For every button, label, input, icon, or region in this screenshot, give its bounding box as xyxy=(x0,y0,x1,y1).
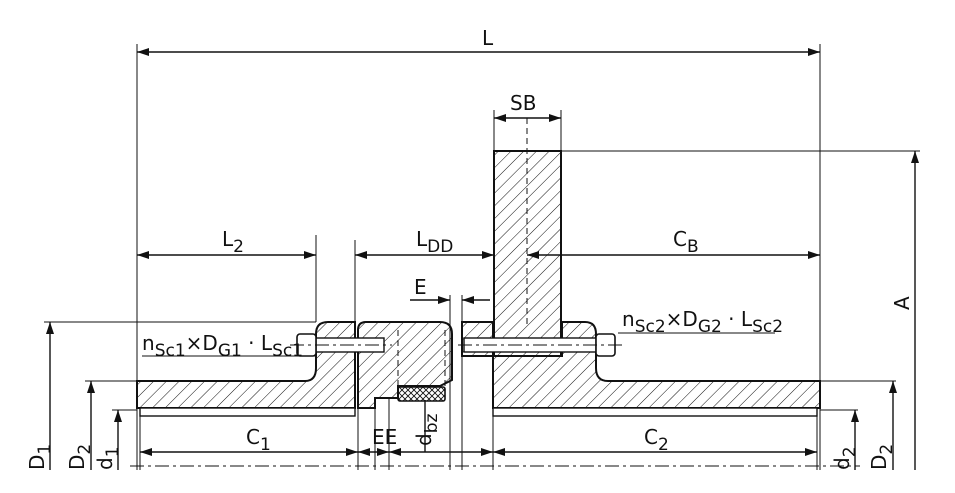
label-D1: D1 xyxy=(25,444,55,470)
label-L2: L2 xyxy=(222,227,244,257)
label-d2: d2 xyxy=(830,446,860,470)
label-C2: C2 xyxy=(644,425,669,455)
left-hub xyxy=(136,321,356,409)
label-L: L xyxy=(482,26,494,50)
label-CB: CB xyxy=(673,227,699,257)
label-E: E xyxy=(414,275,427,299)
label-SB: SB xyxy=(510,91,536,115)
left-hub-bore xyxy=(139,407,356,417)
right-hub-bore xyxy=(492,407,818,417)
elastic-ring xyxy=(397,386,446,402)
label-screw2: nSc2×DG2 · LSc2 xyxy=(622,307,783,337)
label-D2-right: D2 xyxy=(867,444,897,470)
label-LDD: LDD xyxy=(416,227,453,257)
label-d1: d1 xyxy=(93,446,123,470)
label-D2-left: D2 xyxy=(65,444,95,470)
label-EE: EE xyxy=(372,425,397,449)
right-hub xyxy=(461,321,821,409)
label-C1: C1 xyxy=(246,425,271,455)
label-screw1: nSc1×DG1 · LSc1 xyxy=(142,331,303,361)
label-dbz: dbz xyxy=(412,414,442,446)
label-A: A xyxy=(890,296,914,310)
